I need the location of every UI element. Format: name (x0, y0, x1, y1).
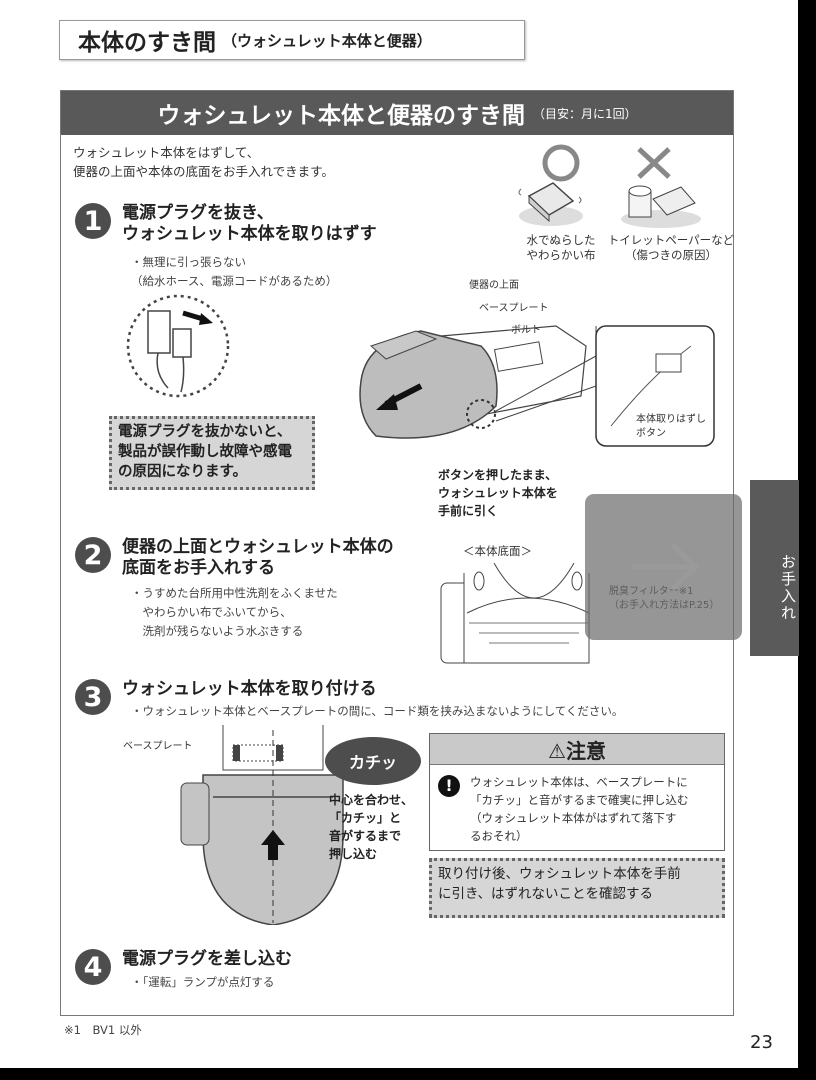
label-line: ボタン (636, 428, 666, 439)
note-line: ・無理に引っ張らない (131, 255, 246, 269)
warning-line: 電源プラグを抜かないと、 (118, 424, 292, 440)
instruction-line: 中心を合わせ、 (329, 793, 414, 807)
instruction-line: 手前に引く (438, 504, 499, 518)
note-line: ・うすめた台所用中性洗剤をふくませた (131, 586, 338, 600)
label-base-plate-front: ベースプレート (123, 741, 193, 752)
attach-check-note: 取り付け後、ウォシュレット本体を手前 に引き、はずれないことを確認する (429, 858, 725, 918)
bad-item-caption: トイレットペーパーなど （傷つきの原因） (606, 233, 736, 263)
step-title: ウォシュレット本体を取り付ける (122, 679, 377, 700)
label-line: 本体取りはずし (636, 414, 706, 425)
check-line: 取り付け後、ウォシュレット本体を手前 (438, 866, 681, 882)
instruction-line: 音がするまで (329, 829, 402, 843)
step-title-line: 便器の上面とウォシュレット本体の (122, 537, 394, 557)
step-4: 4 電源プラグを差し込む (75, 949, 292, 985)
step-3: 3 ウォシュレット本体を取り付ける (75, 679, 377, 715)
step-title: 便器の上面とウォシュレット本体の 底面をお手入れする (122, 537, 394, 579)
label-bottom-view: ＜本体底面＞ (463, 544, 532, 558)
step-title-line: 電源プラグを抜き、 (122, 203, 274, 223)
removal-instruction: ボタンを押したまま、 ウォシュレット本体を 手前に引く (438, 466, 558, 520)
page-title: 本体のすき間 (78, 30, 216, 56)
step-4-notes: ・「運転」ランプが点灯する (131, 973, 274, 992)
note-line: 洗剤が残らないよう水ぶきする (131, 624, 304, 638)
warning-line: の原因になります。 (118, 464, 248, 480)
caution-title: ⚠注意 (430, 734, 724, 765)
unplug-illustration (126, 294, 230, 398)
step-1-notes: ・無理に引っ張らない （給水ホース、電源コードがあるため） (131, 253, 337, 291)
instruction-line: ウォシュレット本体を (438, 486, 558, 500)
label-bolt: ボルト (511, 325, 541, 336)
toilet-paper-ng-icon (621, 147, 701, 228)
label-toilet-top: 便器の上面 (469, 280, 519, 291)
step-title-line: 電源プラグを差し込む (122, 949, 292, 969)
unplug-warning: 電源プラグを抜かないと、 製品が誤作動し故障や感電 の原因になります。 (109, 416, 315, 490)
section-box: ウォシュレット本体と便器のすき間 （目安：月に1回） ウォシュレット本体をはずし… (60, 90, 734, 1016)
exclamation-icon: ! (438, 775, 460, 797)
click-sound-bubble: カチッ (325, 737, 421, 785)
cloth-ok-icon (518, 144, 583, 226)
step-1: 1 電源プラグを抜き、 ウォシュレット本体を取りはずす (75, 203, 377, 245)
intro-line: 便器の上面や本体の底面をお手入れできます。 (73, 164, 334, 179)
washlet-attach-illustration (180, 725, 344, 925)
step-3-notes: ・ウォシュレット本体とベースプレートの間に、コード類を挟み込まないようにしてくだ… (131, 702, 623, 721)
step-2-notes: ・うすめた台所用中性洗剤をふくませた やわらかい布でふいてから、 洗剤が残らない… (131, 584, 338, 641)
step-title: 電源プラグを抜き、 ウォシュレット本体を取りはずす (122, 203, 377, 245)
good-item-caption: 水でぬらした やわらかい布 (521, 233, 601, 263)
next-page-button[interactable] (585, 494, 742, 640)
step-number-badge: 1 (75, 203, 111, 239)
manual-page: 本体のすき間 （ウォシュレット本体と便器） ウォシュレット本体と便器のすき間 （… (0, 0, 799, 1068)
instruction-line: 「カチッ」と (329, 811, 402, 825)
label-base-plate: ベースプレート (479, 303, 549, 314)
side-index-tab[interactable]: お手入れ (750, 480, 799, 656)
section-intro: ウォシュレット本体をはずして、 便器の上面や本体の底面をお手入れできます。 (73, 143, 334, 181)
attach-instruction: 中心を合わせ、 「カチッ」と 音がするまで 押し込む (329, 791, 413, 863)
caption-line: やわらかい布 (526, 248, 596, 262)
warning-line: 製品が誤作動し故障や感電 (118, 444, 292, 460)
caption-line: 水でぬらした (526, 233, 596, 247)
step-title: 電源プラグを差し込む (122, 949, 292, 970)
step-2: 2 便器の上面とウォシュレット本体の 底面をお手入れする (75, 537, 394, 579)
caution-box: ⚠注意 ! ウォシュレット本体は、ベースプレートに 「カチッ」と音がするまで確実… (429, 733, 725, 851)
cleaning-material-guide: 水でぬらした やわらかい布 トイレットペーパーなど （傷つきの原因） (481, 141, 734, 266)
footnote: ※1 BV1 以外 (64, 1023, 142, 1037)
note-line: ・ウォシュレット本体とベースプレートの間に、コード類を挟み込まないようにしてくだ… (131, 704, 624, 718)
note-line: やわらかい布でふいてから、 (131, 605, 292, 619)
caption-line: トイレットペーパーなど (607, 233, 735, 247)
page-subtitle: （ウォシュレット本体と便器） (222, 31, 432, 50)
check-line: に引き、はずれないことを確認する (438, 886, 654, 902)
note-line: （給水ホース、電源コードがあるため） (131, 274, 338, 288)
note-line: ・「運転」ランプが点灯する (131, 975, 275, 989)
caution-body: ! ウォシュレット本体は、ベースプレートに 「カチッ」と音がするまで確実に押し込… (430, 765, 724, 845)
step-title-line: ウォシュレット本体を取り付ける (122, 679, 377, 699)
caution-line: （ウォシュレット本体がはずれて落下す (470, 811, 677, 825)
section-banner: ウォシュレット本体と便器のすき間 （目安：月に1回） (61, 91, 733, 135)
washlet-removal-illustration (359, 325, 715, 447)
section-title: ウォシュレット本体と便器のすき間 (157, 103, 525, 129)
step-title-line: ウォシュレット本体を取りはずす (122, 224, 377, 244)
step-number-badge: 2 (75, 537, 111, 573)
page-title-box: 本体のすき間 （ウォシュレット本体と便器） (59, 20, 525, 60)
step-number-badge: 4 (75, 949, 111, 985)
label-release-button: 本体取りはずし ボタン (636, 413, 706, 441)
instruction-line: 押し込む (329, 847, 378, 861)
step-number-badge: 3 (75, 679, 111, 715)
arrow-right-icon (631, 543, 700, 591)
step-title-line: 底面をお手入れする (122, 558, 275, 578)
page-number: 23 (750, 1032, 773, 1053)
caption-line: （傷つきの原因） (625, 248, 717, 262)
caution-line: るおそれ） (470, 829, 528, 843)
instruction-line: ボタンを押したまま、 (438, 468, 558, 482)
section-frequency: （目安：月に1回） (532, 106, 637, 121)
caution-line: 「カチッ」と音がするまで確実に押し込む (470, 793, 689, 807)
caution-line: ウォシュレット本体は、ベースプレートに (470, 775, 688, 789)
washlet-bottom-illustration (440, 563, 590, 664)
intro-line: ウォシュレット本体をはずして、 (73, 145, 260, 160)
